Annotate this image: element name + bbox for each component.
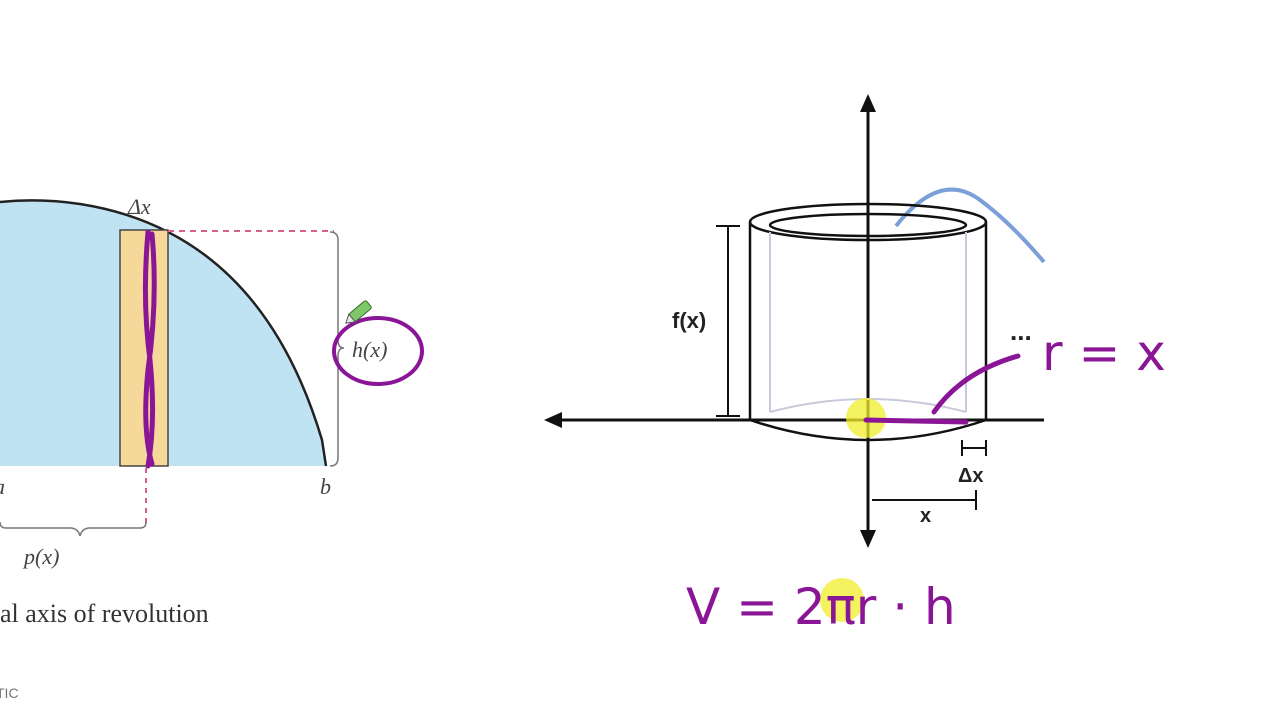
b-label: b [320, 474, 331, 499]
x-label: x [920, 505, 931, 527]
x-radius-marker [872, 490, 977, 510]
a-label: a [0, 474, 5, 499]
p-brace [0, 521, 147, 537]
delta-x-label: Δx [958, 465, 984, 487]
y-axis-arrow-bottom [860, 530, 876, 548]
shell-top-inner [768, 212, 968, 238]
fx-height-marker [716, 225, 740, 417]
x-axis-arrow-left [544, 412, 562, 428]
shell-bottom-front [749, 418, 987, 442]
left-figure: Δx h(x) a b p(x) al axis of revolution T… [0, 194, 424, 701]
function-curve [894, 187, 1046, 264]
strip-delta-x-label: Δx [127, 194, 151, 219]
radius-ink-annotation [863, 417, 969, 425]
y-axis-arrow-top [860, 94, 876, 112]
fx-label: f(x) [672, 308, 706, 333]
handwritten-formula: V = 2πr · h [686, 578, 956, 636]
right-figure: f(x) Δx x ... r = x V = 2πr · h [544, 94, 1166, 636]
figure-caption: al axis of revolution [0, 599, 209, 628]
h-bracket [329, 231, 345, 467]
corner-text: TIC [0, 685, 19, 701]
strip-ink-annotation [142, 229, 157, 469]
h-circle-annotation [332, 316, 424, 386]
ellipsis-label: ... [1010, 316, 1032, 346]
handwritten-radius: r = x [1042, 324, 1166, 382]
p-of-x-label: p(x) [22, 544, 59, 569]
radius-ink-pointer [931, 353, 1021, 415]
pen-cursor-icon [345, 300, 372, 324]
delta-x-marker [961, 440, 987, 456]
h-of-x-label: h(x) [352, 337, 387, 362]
formula-highlight [820, 578, 864, 622]
